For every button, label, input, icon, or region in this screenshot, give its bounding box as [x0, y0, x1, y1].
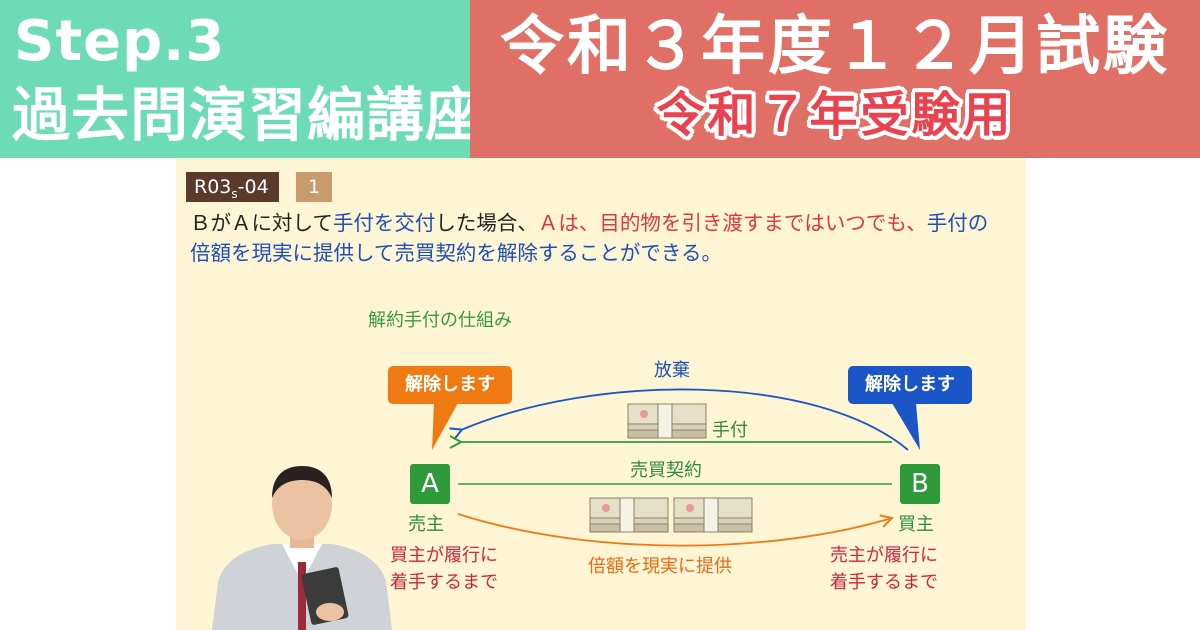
bubble-a-tail [432, 403, 458, 450]
question-part-6: 手付の [926, 211, 989, 235]
seller-condition-line1: 買主が履行に [390, 545, 498, 566]
exam-subtitle: 令和７年受験用 [656, 87, 1014, 143]
course-name: 過去問演習編講座 [12, 81, 485, 149]
deposit-diagram [432, 388, 920, 547]
seller-role-label: 売主 [408, 514, 444, 535]
bubble-b-tail [892, 403, 920, 450]
party-b-box: B [900, 464, 940, 504]
party-a-box: A [410, 464, 450, 504]
seller-condition: 買主が履行に 着手するまで [390, 542, 498, 596]
step-label: Step.3 [14, 9, 226, 74]
forfeit-label: 放棄 [654, 360, 690, 381]
question-part-2: 手付を交付 [332, 211, 436, 235]
seller-condition-line2: 着手するまで [390, 572, 498, 593]
money-bundle-icon [589, 497, 669, 533]
exam-title: 令和３年度１２月試験 [500, 10, 1170, 84]
deposit-label: 手付 [712, 420, 748, 441]
buyer-role-label: 買主 [898, 514, 934, 535]
presenter-figure [212, 466, 392, 630]
diagram-title: 解約手付の仕組み [368, 310, 512, 331]
buyer-condition: 売主が履行に 着手するまで [830, 542, 938, 596]
question-part-7: 倍額を現実に提供して売買契約を解除することができる。 [190, 241, 722, 265]
question-id-main: R03 [194, 176, 232, 198]
question-part-1: ＢがＡに対して [190, 211, 333, 235]
forfeit-arrow [461, 388, 909, 451]
question-id-sub: s [231, 186, 238, 201]
double-amount-arrow [457, 513, 892, 547]
question-id-tail: -04 [237, 176, 269, 198]
buyer-condition-line1: 売主が履行に [830, 545, 938, 566]
question-part-4: Ａは、 [537, 211, 600, 235]
question-part-5: 目的物を引き渡すまではいつでも、 [599, 211, 927, 235]
question-number-badge: 1 [296, 172, 332, 202]
exam-banner: 令和３年度１２月試験 令和７年受験用 [470, 0, 1200, 158]
question-part-3: した場合、 [435, 211, 538, 235]
buyer-condition-line2: 着手するまで [830, 572, 938, 593]
double-amount-label: 倍額を現実に提供 [588, 556, 732, 577]
course-banner: Step.3 過去問演習編講座 [0, 0, 483, 158]
seller-cancel-bubble: 解除します [388, 366, 512, 404]
money-bundle-icon [673, 497, 753, 533]
question-text: ＢがＡに対して手付を交付した場合、Ａは、目的物を引き渡すまではいつでも、手付の … [190, 208, 1020, 268]
buyer-cancel-bubble: 解除します [848, 366, 972, 404]
question-id-badge: R03s-04 [186, 172, 279, 202]
contract-label: 売買契約 [630, 460, 702, 481]
money-bundle-icon [627, 403, 707, 439]
